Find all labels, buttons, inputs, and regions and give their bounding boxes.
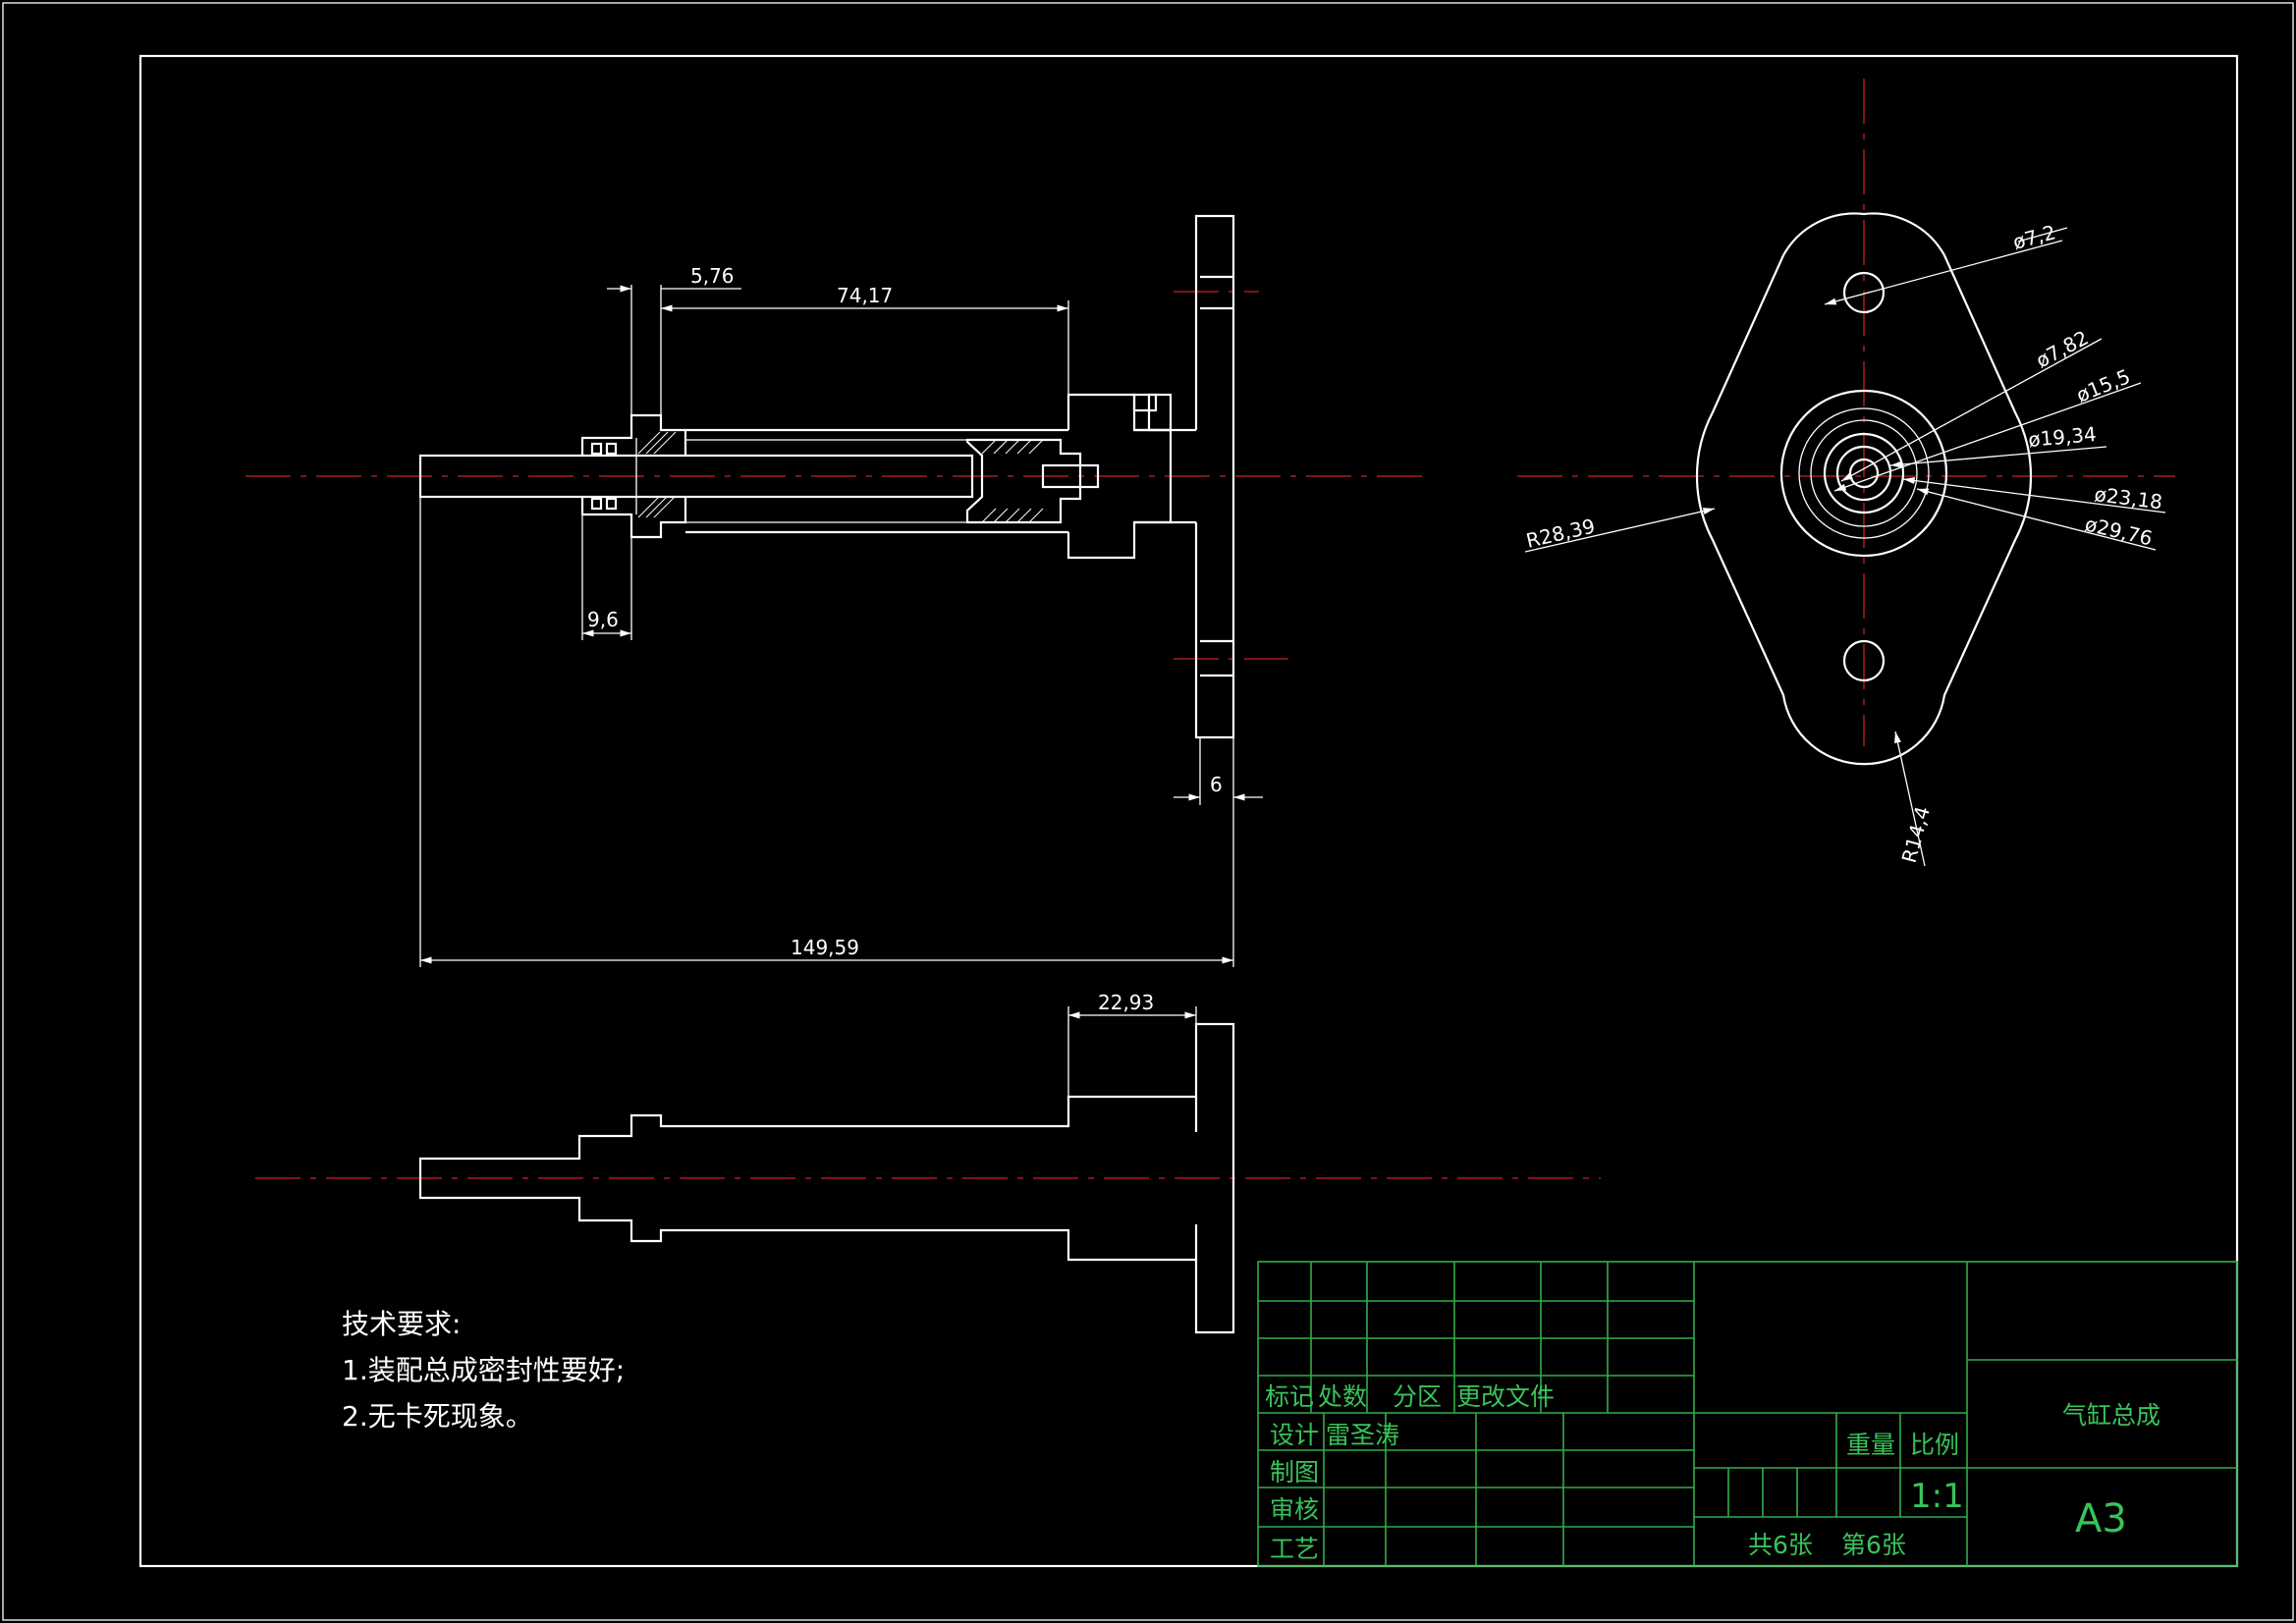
tb-paper-size: A3: [2075, 1496, 2127, 1542]
leader-d15-5: [1833, 382, 2142, 492]
piston-hatch: [981, 439, 1044, 523]
seal-top-2: [605, 442, 618, 456]
dim-label-22-93: 22,93: [1098, 991, 1154, 1014]
dim-label-d23-18: ø23,18: [2093, 482, 2163, 514]
leader-d19-34: [1889, 446, 2107, 468]
dim-9-6: 9,6: [581, 514, 632, 640]
seal-top-1: [590, 442, 603, 456]
mount-hole-top: [1842, 271, 1886, 314]
dim-label-d29-76: ø29,76: [2083, 512, 2155, 550]
end-cap-top: [580, 413, 687, 456]
dim-label-149-59: 149,59: [791, 936, 859, 959]
tb-count: 处数: [1318, 1382, 1367, 1411]
leader-d7-82: [1840, 338, 2103, 482]
flange-plate-top: [1194, 214, 1235, 476]
end-cap-hatch: [637, 431, 677, 518]
bottom-profile-top: [418, 1022, 1235, 1178]
boss-ring-1: [1798, 407, 1930, 539]
leader-r28-39: [1524, 508, 1716, 553]
dim-149-59: 149,59: [419, 497, 1233, 967]
tb-sheet-no: 第6张: [1841, 1531, 1906, 1559]
mount-hole-bottom: [1842, 639, 1886, 682]
flange-plate-bottom: [1194, 476, 1235, 739]
notes-line-2: 2.无卡死现象。: [342, 1400, 533, 1433]
boss-ring-3: [1823, 432, 1905, 514]
end-cap-bottom: [580, 497, 687, 539]
leader-r14-4: [1894, 730, 1926, 867]
title-block: 标记 处数 分区 更改文件 设计 雷圣涛 制图 审核 工艺 重量 比例 1:1 …: [1257, 1261, 2238, 1567]
dim-label-5-76: 5,76: [690, 264, 735, 288]
tb-total-sheets: 共6张: [1748, 1531, 1813, 1559]
leader-d23-18: [1902, 476, 2166, 514]
front-section-view: 5,76 74,17 9,6 6 149,59: [246, 214, 1424, 967]
side-flange-outline: [1695, 212, 2033, 766]
notes-title: 技术要求:: [342, 1308, 461, 1340]
tb-part-name: 气缸总成: [2062, 1401, 2160, 1430]
tb-mark: 标记: [1265, 1382, 1314, 1411]
dim-5-76: 5,76: [607, 264, 741, 415]
dim-22-93: 22,93: [1067, 991, 1197, 1097]
title-block-border: [1257, 1261, 2238, 1567]
side-view: ø7,2 ø7,82 ø15,5 ø19,34 ø23,18 ø29,76 R2…: [1517, 79, 2175, 867]
notes-line-1: 1.装配总成密封性要好;: [342, 1354, 625, 1386]
dim-label-r28-39: R28,39: [1524, 514, 1598, 552]
dim-label-9-6: 9,6: [587, 608, 619, 631]
dim-74-17: 74,17: [661, 284, 1069, 395]
boss-outer: [1779, 389, 1948, 558]
tb-scale-value: 1:1: [1910, 1477, 1964, 1516]
seal-bottom-2: [605, 497, 618, 511]
dim-label-74-17: 74,17: [837, 284, 893, 307]
tb-review: 审核: [1270, 1495, 1319, 1524]
technical-notes: 技术要求: 1.装配总成密封性要好; 2.无卡死现象。: [342, 1308, 625, 1433]
leader-d7-2-ext: [2017, 227, 2068, 243]
screw-head: [1132, 393, 1158, 412]
tb-drafting: 制图: [1270, 1458, 1319, 1487]
tb-zone: 分区: [1393, 1382, 1442, 1411]
piston: [965, 438, 1082, 524]
dim-label-r14-4: R14,4: [1897, 804, 1935, 866]
bottom-outer-view: 22,93: [255, 991, 1601, 1334]
leader-d7-2: [1824, 240, 2063, 305]
boss-ring-2: [1810, 419, 1918, 527]
tb-design: 设计: [1270, 1421, 1319, 1449]
dim-label-d7-2: ø7,2: [2010, 220, 2058, 254]
tb-weight: 重量: [1846, 1431, 1895, 1459]
bottom-profile-bottom: [418, 1178, 1235, 1334]
tb-designer: 雷圣涛: [1326, 1421, 1399, 1449]
dim-label-6: 6: [1210, 773, 1223, 796]
tb-scale: 比例: [1910, 1431, 1959, 1459]
rear-housing: [1066, 393, 1173, 560]
seal-bottom-1: [590, 497, 603, 511]
boss-ring-4: [1835, 445, 1892, 502]
piston-rod: [418, 454, 974, 499]
dim-label-d19-34: ø19,34: [2027, 422, 2097, 452]
leader-d29-76: [1916, 488, 2157, 551]
dim-label-d7-82: ø7,82: [2032, 326, 2092, 373]
drawing-frame: [138, 54, 2239, 1568]
piston-bore: [1041, 463, 1100, 489]
tb-change-doc: 更改文件: [1456, 1382, 1555, 1411]
screw-body: [1147, 393, 1173, 432]
dim-6: 6: [1174, 737, 1263, 967]
dim-label-d15-5: ø15,5: [2073, 364, 2134, 407]
tb-process: 工艺: [1270, 1535, 1319, 1563]
